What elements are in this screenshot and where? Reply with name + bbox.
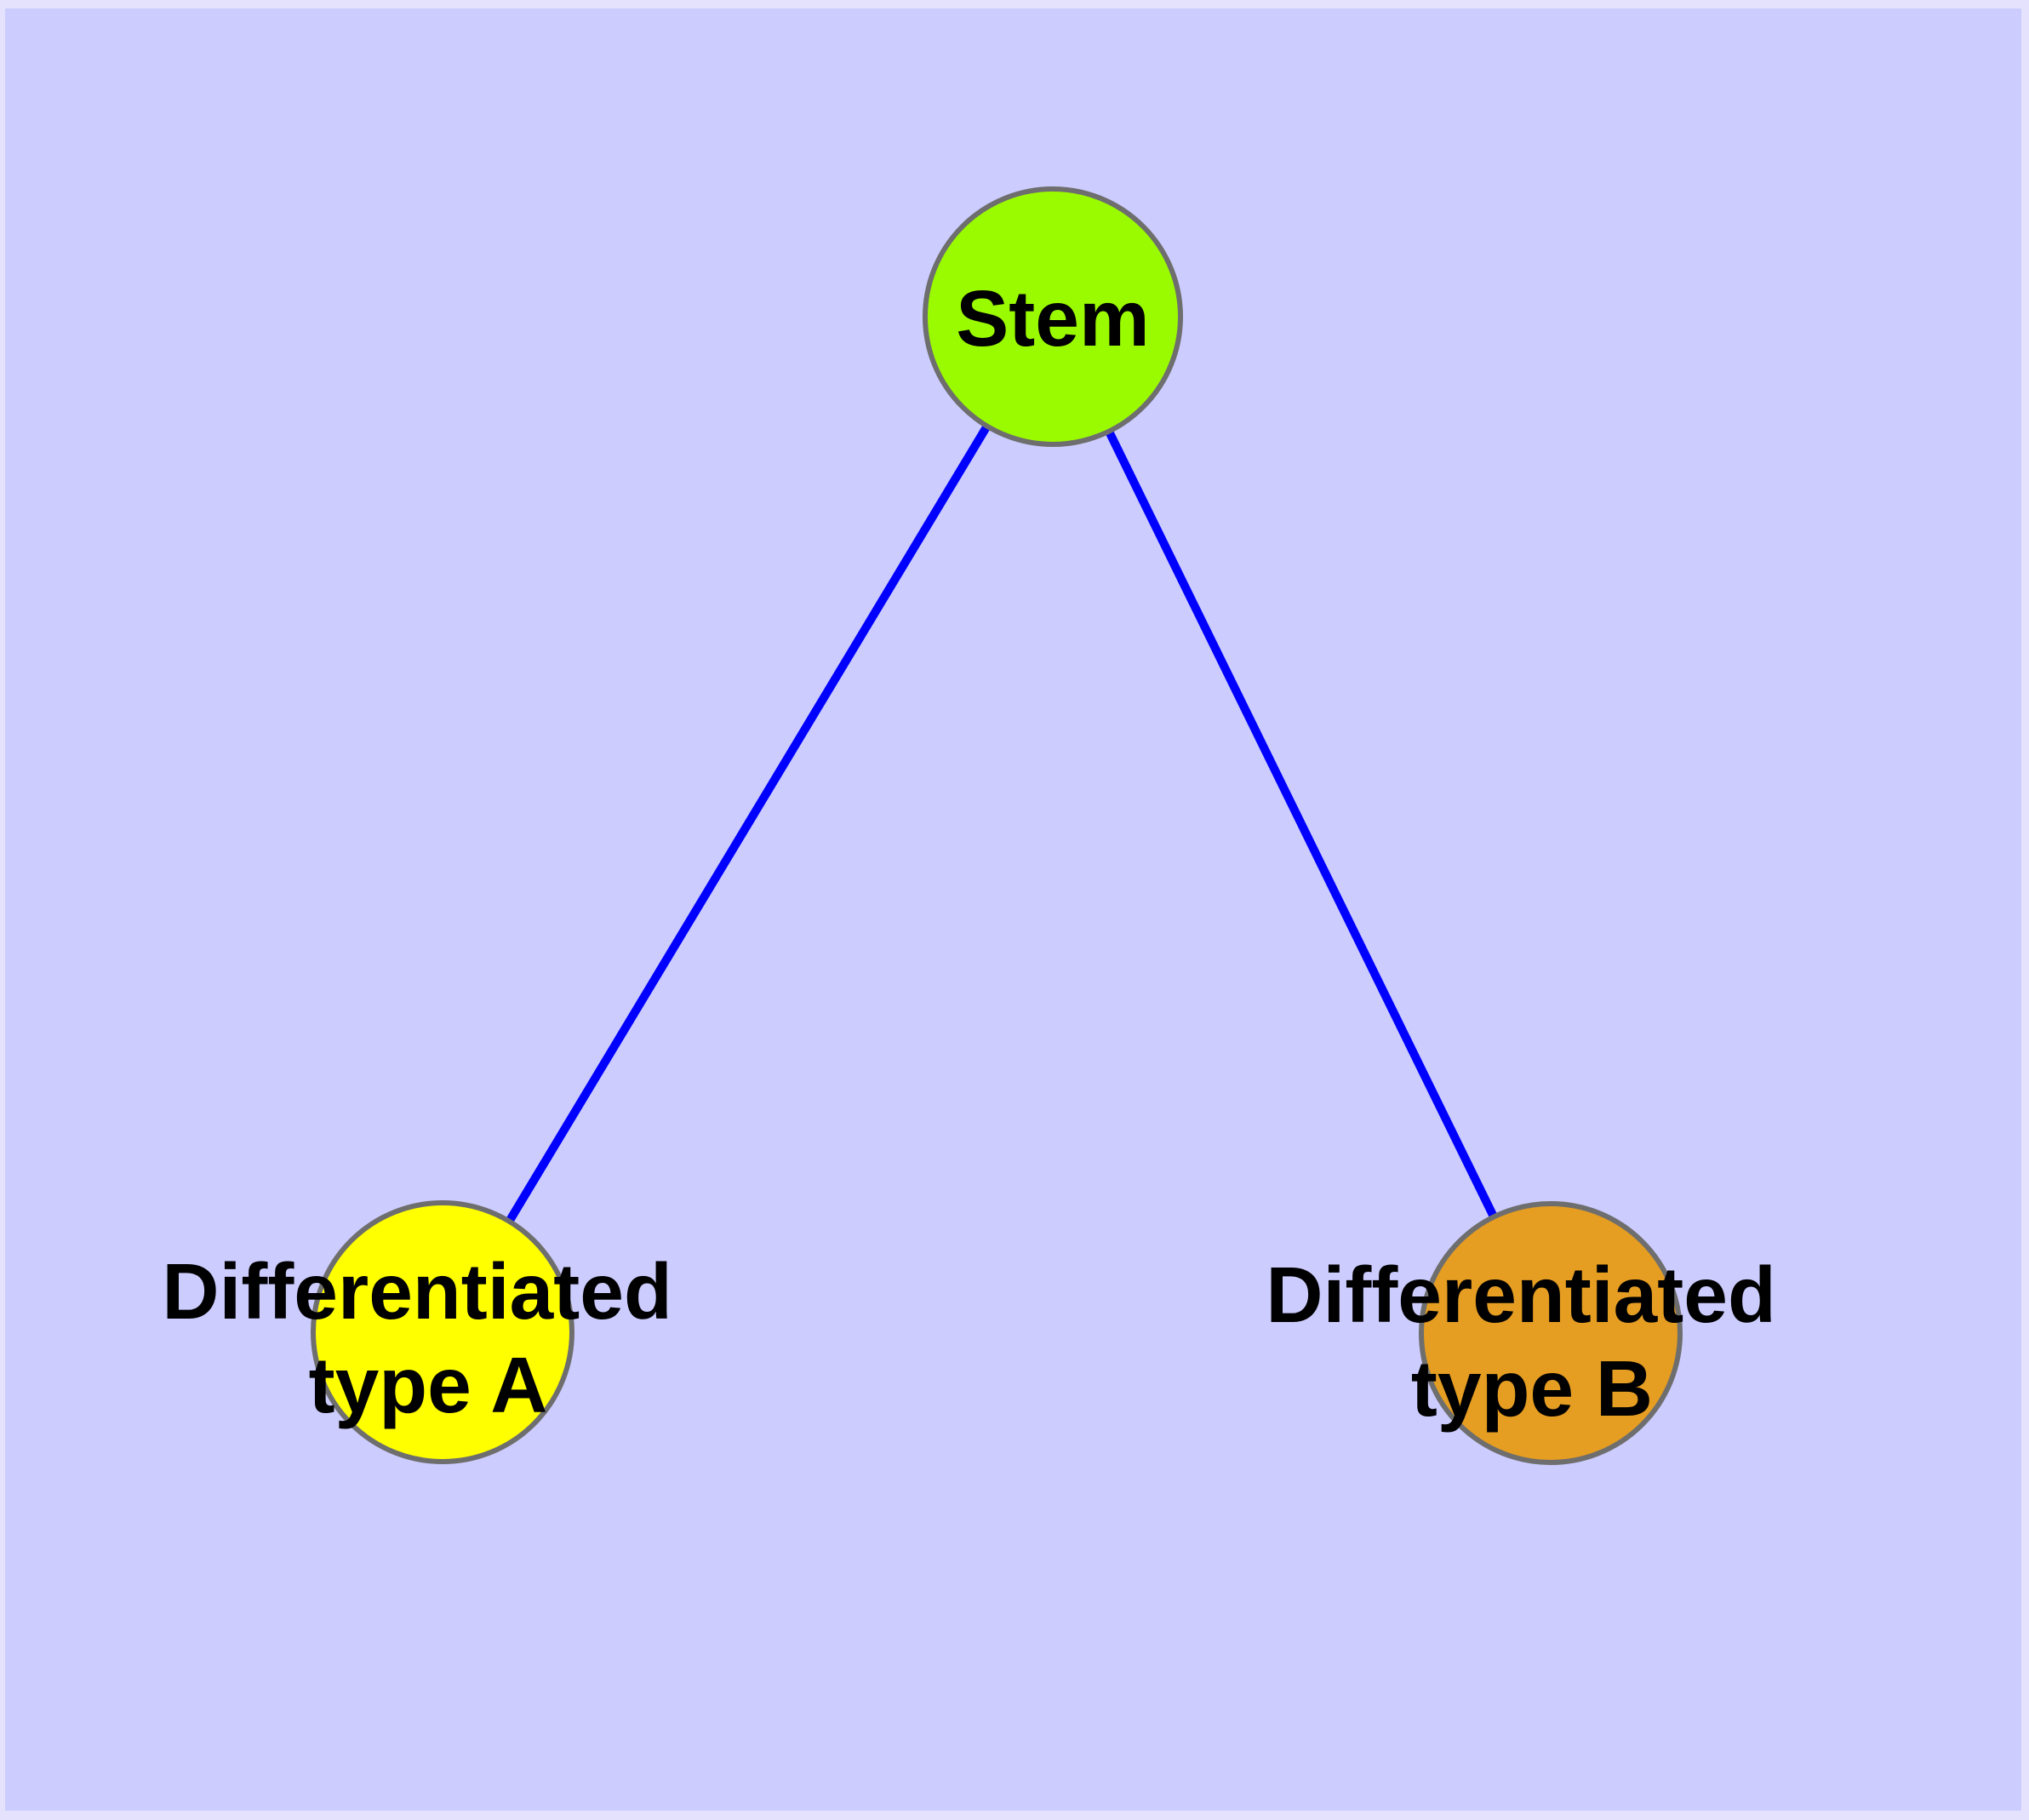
node-type-a-label: Differentiated type A — [162, 1247, 694, 1429]
node-type-b-label-line2: type B — [1411, 1344, 1653, 1433]
node-type-a-label-line1: Differentiated — [162, 1247, 672, 1336]
node-type-a-label-line2: type A — [309, 1341, 548, 1429]
node-differentiated-type-a — [311, 1200, 574, 1464]
edge-stem-to-type-a — [438, 314, 1057, 1335]
node-differentiated-type-b — [1419, 1201, 1683, 1465]
node-stem — [923, 186, 1183, 447]
edge-stem-to-type-b — [1049, 314, 1555, 1336]
node-type-b-label: Differentiated type B — [1266, 1251, 1798, 1433]
node-stem-label: Stem — [956, 274, 1149, 363]
node-type-b-label-line1: Differentiated — [1266, 1251, 1775, 1339]
